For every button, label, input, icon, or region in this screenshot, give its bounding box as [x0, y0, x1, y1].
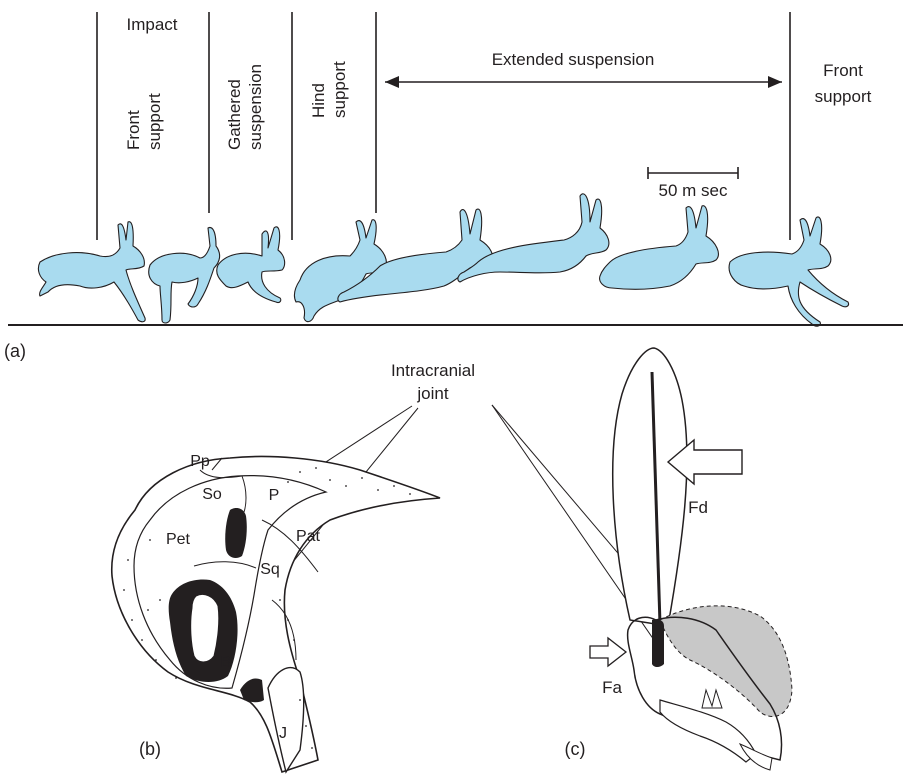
phase-front-support-line1: Front [124, 110, 143, 150]
scale-bar [648, 167, 738, 179]
callout-line1: Intracranial [391, 361, 475, 380]
bone-label-pet: Pet [166, 531, 191, 548]
bone-label-sq: Sq [260, 561, 280, 578]
ear [613, 348, 687, 626]
phase-front-support-end-line1: Front [823, 61, 863, 80]
callout-line2: joint [416, 384, 448, 403]
bone-label-p: P [269, 487, 280, 504]
hare-4 [294, 220, 386, 322]
bone-label-so: So [202, 486, 222, 503]
scale-bar-label: 50 m sec [659, 181, 728, 200]
force-fa-arrow [590, 638, 626, 666]
bone-label-j: J [279, 725, 287, 742]
phase-gathered-suspension-line1: Gathered [225, 79, 244, 150]
panel-b-label: (b) [139, 739, 161, 759]
phase-impact-label: Impact [126, 15, 177, 34]
hare-7 [600, 206, 719, 290]
bone-label-pat: Pat [296, 528, 321, 545]
force-fd-label: Fd [688, 498, 708, 517]
phase-front-support-line2: support [145, 93, 164, 150]
phase-extended-suspension-label: Extended suspension [492, 50, 655, 69]
extended-suspension-arrow [385, 76, 782, 88]
hare-3 [217, 227, 285, 303]
phase-gathered-suspension-line2: suspension [246, 64, 265, 150]
panel-a: Impact Front support Gathered suspension… [4, 12, 903, 361]
phase-front-support-end-line2: support [815, 87, 872, 106]
hare-1 [38, 222, 145, 322]
shaded-region [660, 606, 792, 717]
panel-b: Pp So P Pet Pat Sq B J (b) [112, 453, 440, 772]
hare-2 [149, 228, 220, 323]
force-fa-label: Fa [602, 678, 622, 697]
phase-hind-support-line1: Hind [309, 83, 328, 118]
bone-label-pp: Pp [190, 453, 210, 470]
bone-label-b: B [221, 654, 232, 671]
panel-c-label: (c) [565, 739, 586, 759]
hare-8 [729, 217, 848, 326]
panel-a-label: (a) [4, 341, 26, 361]
joint-dark-strip [652, 619, 664, 667]
phase-hind-support-line2: support [330, 61, 349, 118]
